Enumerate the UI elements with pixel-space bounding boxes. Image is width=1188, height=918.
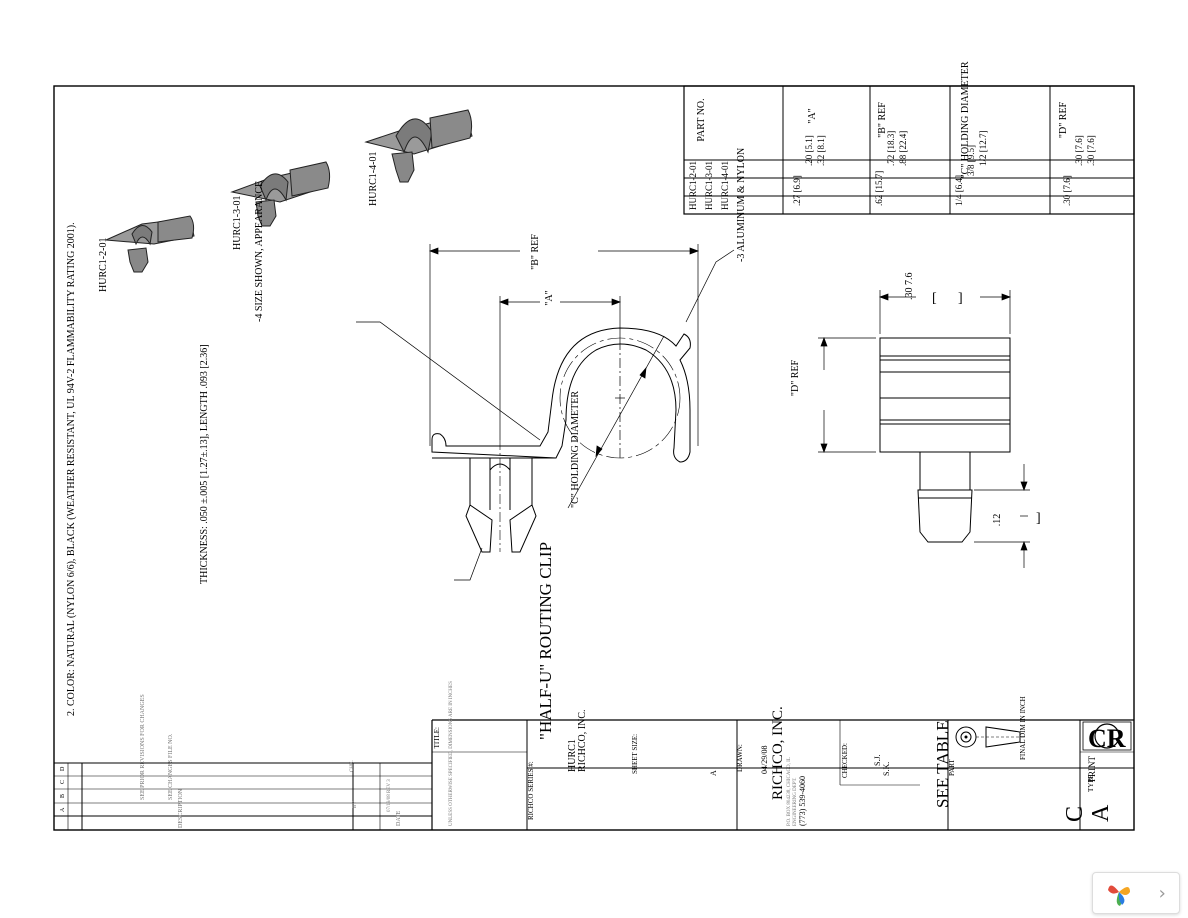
rev-letter: A [1088, 804, 1114, 822]
iso-clip-small [105, 215, 195, 273]
table-row-2-part: HURC1-3-01 [704, 161, 714, 210]
iso-clip-medium [230, 161, 331, 227]
table-row-2-b: .72 [18.3] [886, 131, 896, 166]
dim-c-label: "C" HOLDING DIAMETER [570, 391, 581, 508]
dim-width-bracket-l: [ [932, 291, 937, 306]
rev-by-caption: BY [353, 801, 358, 808]
table-row-3-d: .30 [7.6] [1086, 135, 1096, 166]
table-header-b: "B" REF [877, 102, 888, 138]
series-value: HURC1 [567, 739, 578, 772]
table-header-c: "C" HOLDING DIAMETER [960, 61, 971, 178]
rev-description-caption: DESCRIPTION [178, 788, 184, 828]
drawing-title: "HALF-U" ROUTING CLIP [536, 542, 555, 740]
rev-row-a: A [60, 807, 66, 812]
dim-a-label: "A" [544, 290, 555, 305]
revision-block: A B C D DESCRIPTION SEE CHANGES FILE NO.… [54, 694, 432, 830]
company-address: P.O. BOX 804238, CHICAGO, IL [787, 757, 792, 826]
svg-text:CR: CR [1088, 724, 1126, 753]
side-view [879, 337, 1011, 543]
sheet-size-caption: SHEET SIZE: [631, 734, 639, 774]
dim-d [818, 337, 876, 453]
iso-label-4: HURC1-4-01 [368, 152, 379, 206]
company-dept: ENGINEERING DEPT. [793, 777, 798, 826]
checked-by: S.J. [873, 754, 882, 766]
drawn-caption: DRAWN: [736, 744, 744, 772]
rev-date-caption: DATE [396, 810, 402, 826]
final-units: FINAL DIM IN INCH [1019, 696, 1027, 760]
viewer-widget[interactable]: › [1092, 872, 1180, 914]
iso-label-3: HURC1-3-01 [232, 196, 243, 250]
dim-width [879, 290, 1011, 334]
sheet-size-value: A [709, 770, 718, 776]
type-caption: TYPE [1087, 775, 1095, 793]
callout-material: -3 ALUMINUM & NYLON [736, 148, 747, 262]
table-row-2-d: .30 [7.6] [1074, 135, 1084, 166]
company-name-small: RICHCO, INC. [577, 709, 588, 772]
part-caption: PART [948, 758, 956, 776]
title-block: TITLE: UNLESS OTHERWISE SPECIFIED, DIMEN… [431, 542, 1134, 830]
dim-12-bracket-r: ] [1036, 511, 1041, 526]
rev-chk-caption: CHK. [350, 760, 355, 772]
table-header-part: PART NO. [696, 98, 707, 141]
title-caption: TITLE: [433, 727, 441, 748]
type-value: PRINT [1087, 755, 1097, 782]
tolerance-note: UNLESS OTHERWISE SPECIFIED, DIMENSIONS A… [449, 681, 454, 826]
rev-changes-caption: SEE CHANGES FILE NO. [168, 733, 174, 800]
logo-icon [1108, 885, 1131, 906]
table-header-d: "D" REF [1058, 101, 1069, 138]
table-row-1-d: .30 [7.6] [1062, 175, 1072, 206]
table-row-3-a: .32 [8.1] [816, 135, 826, 166]
richco-logo: CR [1082, 721, 1132, 753]
projection-symbol-icon [955, 726, 1024, 748]
dim-width-label: .30 7.6 [904, 273, 915, 301]
dim-b [429, 244, 699, 446]
iso-clip-large [364, 109, 473, 183]
front-view [431, 327, 691, 553]
table-row-3-b: .88 [22.4] [898, 131, 908, 166]
rev-changes-note: SEE PRIOR REVISIONS FOR CHANGES [140, 694, 146, 800]
table-row-3-c: 1/2 [12.7] [978, 131, 988, 167]
dim-a [499, 296, 621, 460]
drawn-date: 04/29/08 [760, 746, 769, 774]
next-chevron-icon[interactable]: › [1158, 882, 1166, 904]
rev-row-c: C [60, 780, 66, 784]
table-row-1-part: HURC1-2-01 [688, 161, 698, 210]
dim-b-label: "B" REF [530, 234, 541, 270]
rev-row-d: D [60, 766, 66, 771]
table-row-1-c: 1/4 [6.4] [954, 175, 964, 206]
dim-width-bracket-r: ] [958, 291, 963, 306]
dim-c [567, 335, 665, 509]
callout-part-shown: -4 SIZE SHOWN, APPEARANCE [254, 181, 265, 322]
checked-caption: CHECKED: [841, 743, 849, 778]
table-row-3-part: HURC1-4-01 [720, 161, 730, 210]
note-color: 2. COLOR: NATURAL (NYLON 6/6), BLACK (WE… [66, 222, 77, 716]
table-row-2-a: .20 [5.1] [804, 135, 814, 166]
part-table [683, 85, 1135, 215]
leader-lines [356, 249, 735, 581]
series-caption: RICHCO SERIES #: [527, 761, 535, 820]
rev-date-value: 07/19/08 REV 3 [387, 779, 392, 812]
rev-row-b: B [60, 794, 66, 798]
note-thickness: THICKNESS: .050 ±.005 [1.27±.13], LENGTH… [199, 344, 210, 584]
table-header-a: "A" [807, 108, 818, 123]
dim-12-label: .12 [992, 514, 1003, 527]
company-phone: (773) 539-4060 [798, 776, 807, 826]
table-row-2-c: 3/8 [9.5] [966, 145, 976, 176]
approved-by: S.K. [882, 762, 891, 776]
iso-label-2: HURC1-2-01 [98, 238, 109, 292]
sheet-border [53, 85, 1135, 831]
size-letter: C [1062, 806, 1088, 822]
table-row-1-a: .27 [6.9] [792, 175, 802, 206]
dim-d-label: "D" REF [790, 359, 801, 396]
company-name: RICHCO, INC. [770, 706, 786, 800]
dim-12 [974, 464, 1030, 568]
table-row-1-b: .62 [15.7] [874, 171, 884, 206]
part-value: SEE TABLE [933, 720, 952, 808]
